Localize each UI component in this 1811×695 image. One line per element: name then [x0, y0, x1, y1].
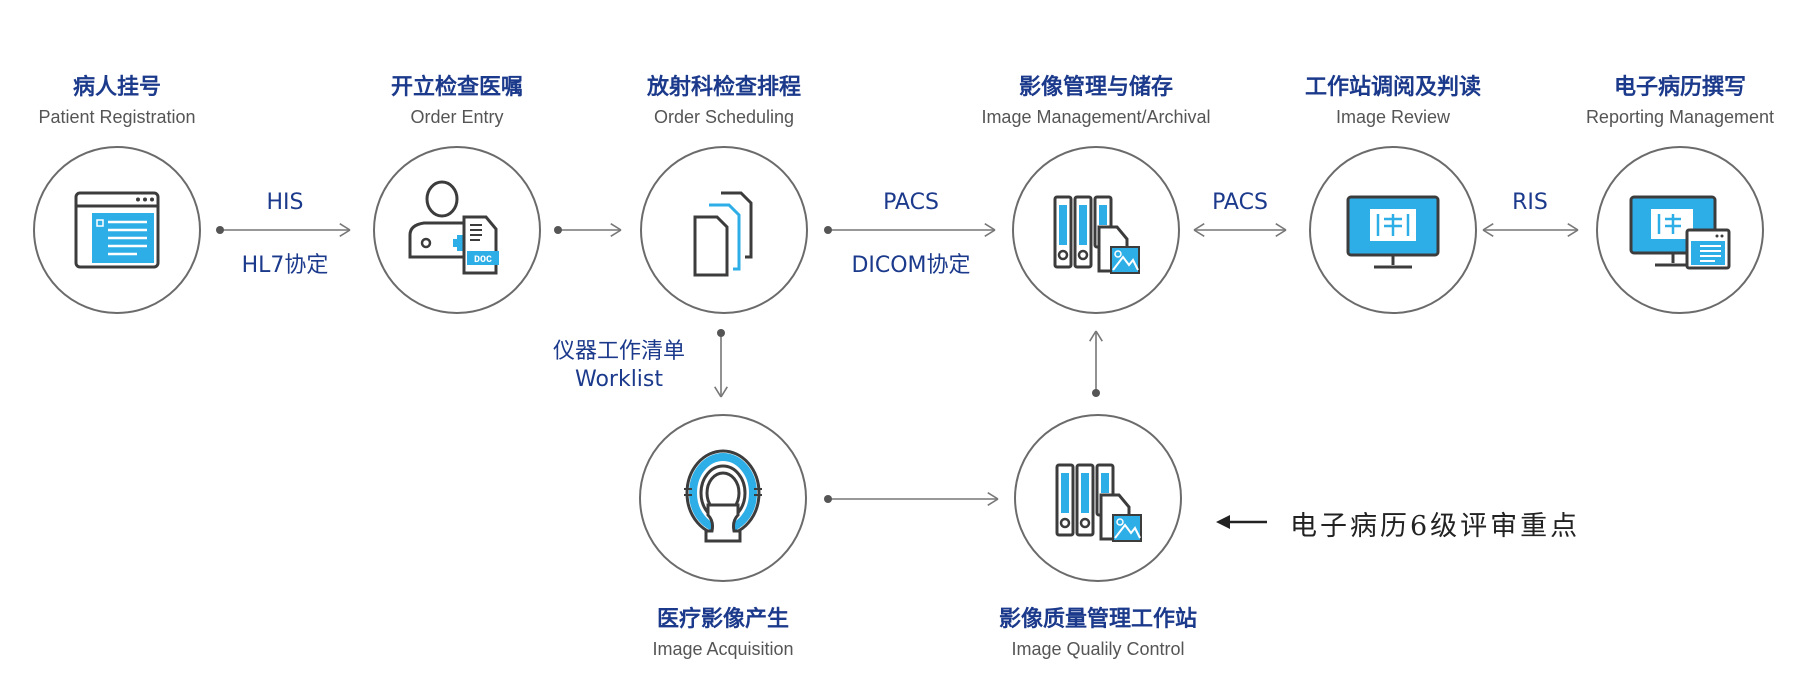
node-order-entry[interactable]: DOC: [373, 146, 541, 314]
archive-binders-icon: [1053, 195, 1140, 274]
edge-label: DICOM协定: [851, 253, 971, 278]
node-title-en: Reporting Management: [1585, 107, 1775, 127]
doc-badge-text: DOC: [474, 255, 492, 266]
node-patient-registration[interactable]: [33, 146, 201, 314]
documents-stack-icon: [693, 191, 753, 277]
node-title-cn: 放射科检查排程: [646, 75, 802, 100]
node-title-cn: 病人挂号: [72, 75, 162, 100]
arrowhead-icon: [987, 498, 999, 506]
edge-label: HL7协定: [241, 253, 329, 278]
arrowhead-icon: [984, 223, 996, 231]
connector-start-dot: [824, 495, 832, 503]
monitor-icon: [1346, 195, 1440, 269]
browser-form-icon: [74, 191, 160, 269]
annotation-note: 电子病历6级评审重点: [1290, 511, 1581, 542]
node-title-en: Order Entry: [410, 107, 504, 127]
node-title-cn: 医疗影像产生: [656, 607, 790, 632]
arrowhead-icon: [1567, 223, 1579, 231]
edge-label: 仪器工作清单: [552, 339, 686, 364]
doctor-doc-icon: DOC: [408, 180, 499, 275]
node-title-cn: 开立检查医嘱: [390, 75, 524, 100]
arrowhead-icon: [610, 223, 622, 231]
edge-label: PACS: [1212, 190, 1268, 215]
node-title-en: Patient Registration: [38, 107, 196, 127]
edge-label: Worklist: [574, 367, 664, 392]
node-title-en: Order Scheduling: [653, 107, 795, 127]
connector-start-dot: [554, 226, 562, 234]
node-title-cn: 影像质量管理工作站: [998, 607, 1198, 632]
arrowhead-icon: [1275, 223, 1287, 231]
arrowhead-icon: [1567, 229, 1579, 237]
node-reporting-management[interactable]: [1596, 146, 1764, 314]
node-image-management[interactable]: [1012, 146, 1180, 314]
arrowhead-icon: [1482, 223, 1494, 231]
arrowhead-icon: [714, 386, 722, 398]
connector-start-dot: [1092, 389, 1100, 397]
annotation-arrow-icon: [1216, 515, 1230, 529]
node-image-acquisition[interactable]: [639, 414, 807, 582]
arrowhead-icon: [1275, 229, 1287, 237]
connector-start-dot: [216, 226, 224, 234]
node-title-cn: 影像管理与储存: [1018, 75, 1174, 100]
node-title-en: Image Review: [1335, 107, 1451, 127]
node-title-cn: 工作站调阅及判读: [1304, 75, 1482, 100]
node-image-review[interactable]: [1309, 146, 1477, 314]
arrowhead-icon: [720, 386, 728, 398]
arrowhead-icon: [339, 223, 351, 231]
node-title-en: Image Acquisition: [652, 639, 794, 659]
edge-label: PACS: [883, 190, 939, 215]
arrowhead-icon: [339, 229, 351, 237]
arrowhead-icon: [1193, 229, 1205, 237]
node-title-en: Image Management/Archival: [981, 107, 1211, 127]
arrowhead-icon: [1089, 330, 1097, 342]
connector-start-dot: [717, 329, 725, 337]
archive-binders-icon: [1055, 463, 1142, 542]
connector-start-dot: [824, 226, 832, 234]
arrowhead-icon: [1095, 330, 1103, 342]
ct-scanner-icon: [684, 449, 762, 543]
node-order-scheduling[interactable]: [640, 146, 808, 314]
monitor-report-icon: [1629, 195, 1731, 270]
arrowhead-icon: [1193, 223, 1205, 231]
edge-label: HIS: [266, 190, 304, 215]
arrowhead-icon: [1482, 229, 1494, 237]
node-title-cn: 电子病历撰写: [1613, 75, 1747, 100]
node-title-en: Image Qualily Control: [1011, 639, 1185, 659]
arrowhead-icon: [984, 229, 996, 237]
node-image-quality-control[interactable]: [1014, 414, 1182, 582]
edge-label: RIS: [1512, 190, 1548, 215]
arrowhead-icon: [610, 229, 622, 237]
arrowhead-icon: [987, 492, 999, 500]
